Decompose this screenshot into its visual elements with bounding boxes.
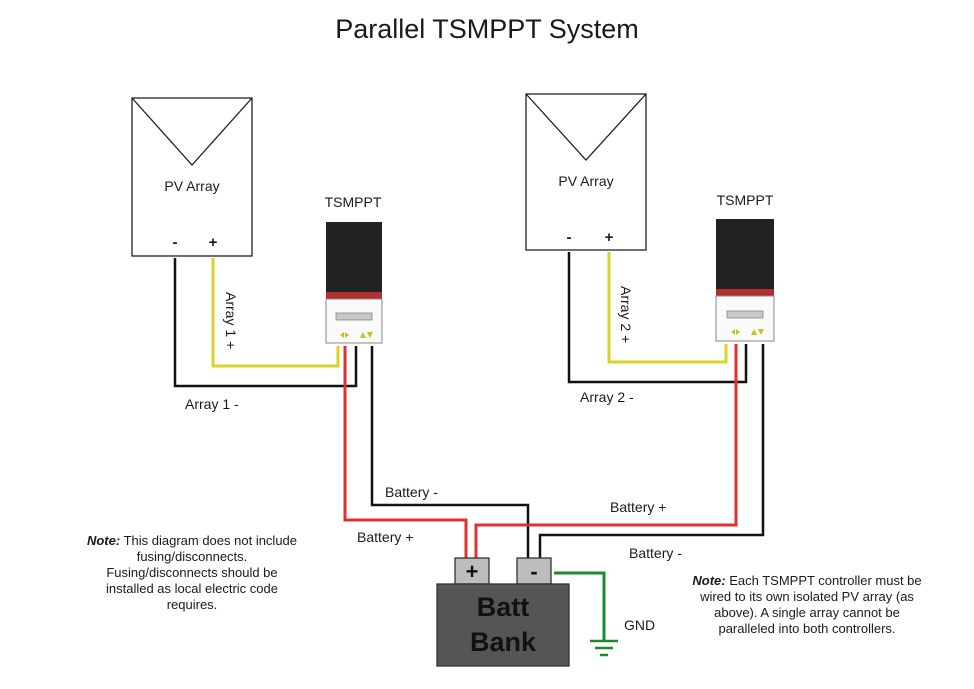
- label-ground: GND: [624, 617, 655, 633]
- wire-ground: [554, 571, 606, 640]
- wire-array-2-positive: [607, 252, 728, 364]
- tsmppt-controller-icon: [325, 222, 383, 344]
- wire-array-2-negative: [567, 252, 748, 384]
- diagram-title: Parallel TSMPPT System: [335, 14, 639, 44]
- note-isolated-arrays-lead: Note:: [692, 573, 726, 588]
- label-array-1-negative: Array 1 -: [185, 396, 239, 412]
- pv-array-1-positive-terminal: +: [209, 234, 218, 251]
- note-fusing: Note: This diagram does not include fusi…: [84, 533, 300, 613]
- controller-2-label: TSMPPT: [717, 192, 774, 208]
- battery-bank: + - Batt Bank: [436, 557, 570, 667]
- battery-body: [436, 583, 570, 667]
- note-isolated-arrays-text: Each TSMPPT controller must be wired to …: [700, 573, 922, 636]
- note-fusing-lead: Note:: [86, 533, 121, 548]
- wire-battery-negative-1: [370, 346, 530, 560]
- label-battery-positive-1: Battery +: [357, 529, 413, 545]
- pv-array-1-frame: [131, 97, 253, 257]
- tsmppt-controller-1: TSMPPT: [325, 194, 383, 344]
- pv-array-1-negative-terminal: -: [173, 234, 178, 251]
- battery-negative-sign: -: [530, 559, 537, 584]
- controller-1-label: TSMPPT: [325, 194, 382, 210]
- pv-array-1: PV Array - +: [131, 97, 253, 257]
- pv-array-1-panel-icon: [131, 97, 253, 166]
- pv-array-2: PV Array - +: [525, 93, 647, 251]
- wire-array-1-positive: [211, 258, 340, 368]
- pv-array-2-label: PV Array: [558, 173, 613, 189]
- wire-battery-negative-2: [538, 344, 765, 560]
- label-battery-positive-2: Battery +: [610, 499, 666, 515]
- tsmppt-controller-icon: [715, 219, 775, 342]
- battery-positive-sign: +: [466, 559, 479, 584]
- label-array-2-positive: Array 2 +: [618, 286, 634, 343]
- battery-label-line1: Batt: [477, 592, 530, 622]
- tsmppt-controller-2: TSMPPT: [715, 192, 775, 342]
- wire-battery-positive-1: [343, 346, 468, 560]
- label-battery-negative-2: Battery -: [629, 545, 682, 561]
- wire-array-1-negative: [173, 258, 358, 388]
- wire-battery-positive-2: [474, 344, 738, 560]
- note-fusing-text: This diagram does not include fusing/dis…: [106, 533, 298, 612]
- label-array-2-negative: Array 2 -: [580, 389, 634, 405]
- wires: [173, 252, 765, 640]
- battery-negative-terminal: [516, 557, 552, 585]
- battery-positive-terminal: [454, 557, 490, 585]
- label-battery-negative-1: Battery -: [385, 484, 438, 500]
- label-array-1-positive: Array 1 +: [223, 292, 239, 349]
- note-isolated-arrays: Note: Each TSMPPT controller must be wir…: [692, 573, 922, 637]
- ground-icon: [590, 639, 618, 657]
- pv-array-2-negative-terminal: -: [567, 229, 572, 246]
- pv-array-2-frame: [525, 93, 647, 251]
- battery-label-line2: Bank: [470, 627, 537, 657]
- pv-array-1-label: PV Array: [164, 178, 219, 194]
- pv-array-2-positive-terminal: +: [605, 229, 614, 246]
- pv-array-2-panel-icon: [525, 93, 647, 161]
